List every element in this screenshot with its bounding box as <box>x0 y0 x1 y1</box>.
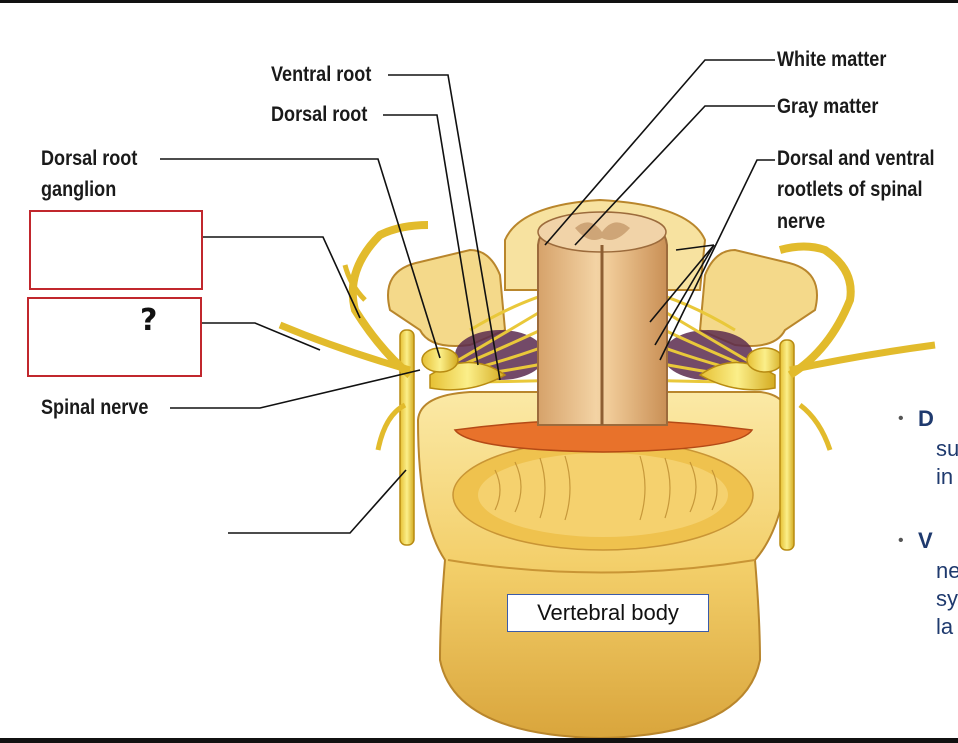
right-spinal-nerve <box>698 242 936 551</box>
vertebral-body <box>416 391 792 740</box>
label-rootlets-line3: nerve <box>777 210 826 233</box>
bullet-2-dot: • <box>898 532 904 549</box>
label-dorsal-root: Dorsal root <box>271 103 368 126</box>
bullet-1: • D su in <box>898 405 958 489</box>
bullet-1-dot: • <box>898 410 904 427</box>
label-dorsal-root-ganglion-line2: ganglion <box>41 178 117 201</box>
label-dorsal-root-ganglion-line1: Dorsal root <box>41 147 138 170</box>
spinal-cord <box>537 211 668 426</box>
vertebral-body-label: Vertebral body <box>507 594 709 632</box>
bottom-rule <box>0 738 958 743</box>
question-mark: ? <box>140 303 158 338</box>
bullet-2-head: V <box>918 528 933 553</box>
label-gray-matter: Gray matter <box>777 95 879 118</box>
bullet-1-head: D <box>918 406 934 431</box>
label-white-matter: White matter <box>777 48 887 71</box>
label-spinal-nerve: Spinal nerve <box>41 396 149 419</box>
label-rootlets-line2: rootlets of spinal <box>777 178 923 201</box>
bullet-2: • V ne sy la <box>898 527 958 639</box>
bullet-2-line1: ne <box>936 558 958 583</box>
top-rule <box>0 0 958 3</box>
answer-box-2[interactable] <box>27 297 202 377</box>
bullet-2-line2: sy <box>936 586 958 611</box>
leader-lines <box>160 59 775 534</box>
label-ventral-root: Ventral root <box>271 63 372 86</box>
bullet-2-line3: la <box>936 614 954 639</box>
left-spinal-nerve <box>278 221 507 546</box>
bullet-1-line2: in <box>936 464 954 489</box>
answer-box-1[interactable] <box>29 210 203 290</box>
bullet-1-line1: su <box>936 436 958 461</box>
label-rootlets-line1: Dorsal and ventral <box>777 147 935 170</box>
